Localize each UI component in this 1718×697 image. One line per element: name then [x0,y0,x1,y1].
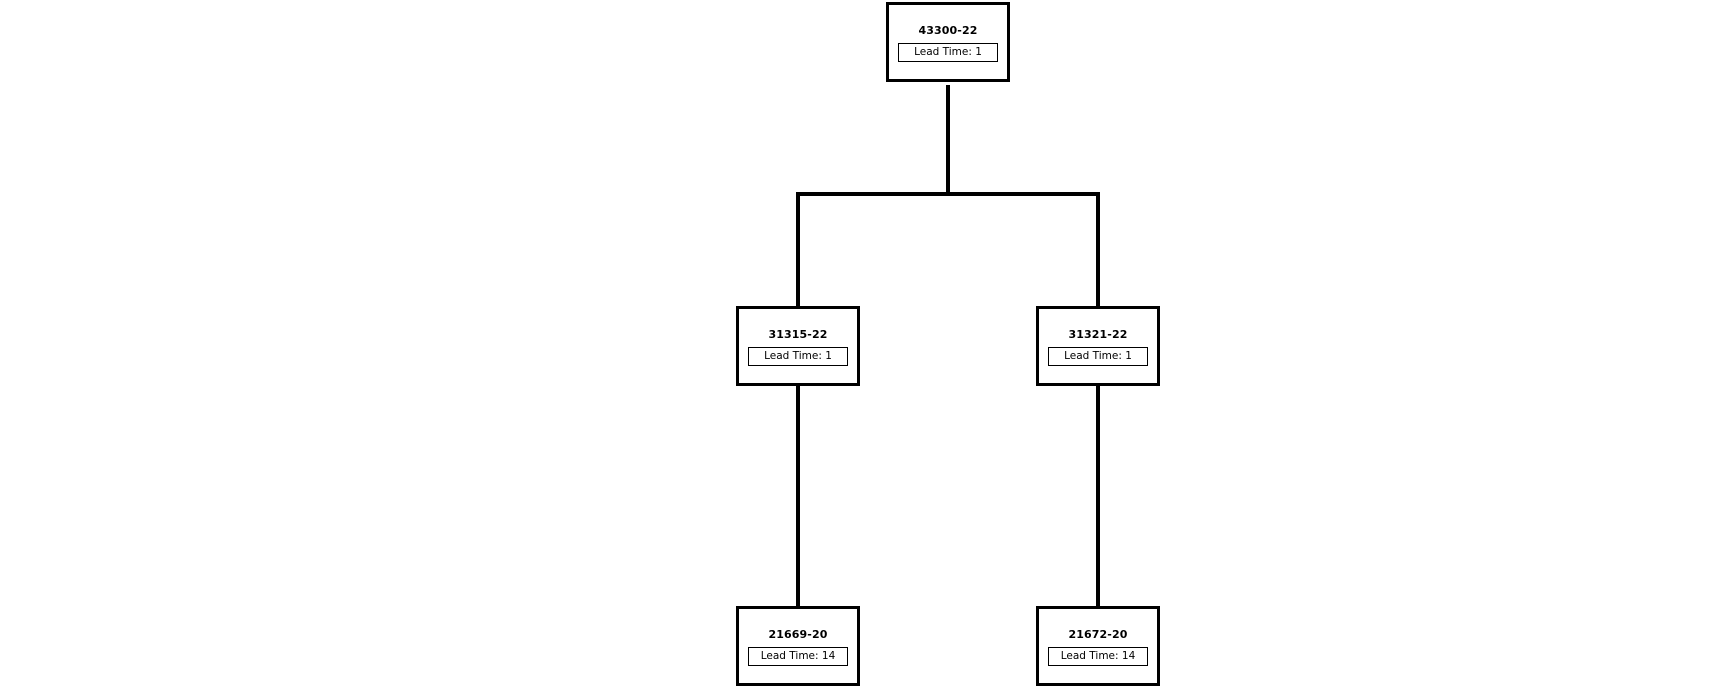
node-lead-time-field: Lead Time: 1 [1048,347,1148,366]
node-21669-20[interactable]: 21669-20 Lead Time: 14 [736,606,860,686]
node-lead-time-field: Lead Time: 14 [1048,647,1148,666]
edge-root-to-child-left [796,192,800,308]
edge-child-right-to-leaf-right [1096,384,1100,608]
edge-root-to-child-right [1096,192,1100,308]
node-part-number: 21672-20 [1068,628,1128,641]
node-part-number: 43300-22 [918,24,978,37]
node-21672-20[interactable]: 21672-20 Lead Time: 14 [1036,606,1160,686]
edge-child-left-to-leaf-left [796,384,800,608]
edge-root-bus [796,192,1100,196]
node-31321-22[interactable]: 31321-22 Lead Time: 1 [1036,306,1160,386]
node-lead-time-field: Lead Time: 14 [748,647,848,666]
node-31315-22[interactable]: 31315-22 Lead Time: 1 [736,306,860,386]
node-part-number: 31321-22 [1068,328,1128,341]
node-lead-time-field: Lead Time: 1 [898,43,998,62]
node-43300-22[interactable]: 43300-22 Lead Time: 1 [886,2,1010,82]
node-part-number: 21669-20 [768,628,828,641]
edge-root-stem [946,85,950,196]
node-part-number: 31315-22 [768,328,828,341]
node-lead-time-field: Lead Time: 1 [748,347,848,366]
